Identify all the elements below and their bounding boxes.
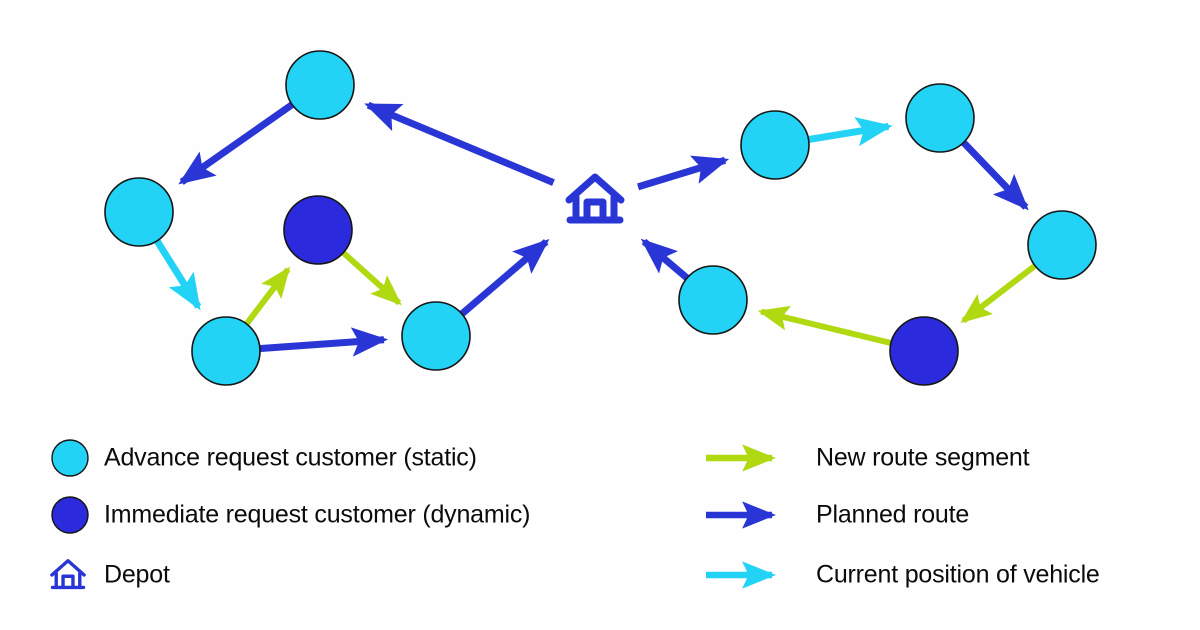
legend-label: New route segment — [816, 444, 1030, 472]
route-edge-planned — [178, 101, 295, 185]
legend-label: Current position of vehicle — [816, 561, 1100, 589]
advance-customer-node[interactable] — [401, 301, 471, 371]
route-edge-planned — [258, 327, 389, 357]
advance-customer-node[interactable] — [104, 177, 174, 247]
route-edge-planned — [458, 239, 550, 318]
depot-icon[interactable] — [565, 173, 625, 224]
route-edge-new-segment — [960, 262, 1038, 324]
route-edge-new-segment — [757, 305, 893, 347]
advance-customer-node[interactable] — [905, 83, 975, 153]
route-edge-current-position — [807, 117, 893, 147]
advance-customer-node[interactable] — [678, 265, 748, 335]
immediate-customer-node[interactable] — [889, 316, 959, 386]
route-edge-planned — [637, 155, 730, 191]
advance-customer-swatch — [51, 439, 89, 477]
legend-label: Depot — [104, 561, 170, 589]
immediate-customer-swatch — [51, 496, 89, 534]
route-edge-new-segment — [243, 266, 291, 327]
advance-customer-node[interactable] — [191, 316, 261, 386]
edge-layer — [153, 101, 1038, 357]
legend-label: Immediate request customer (dynamic) — [104, 501, 530, 529]
legend-label: Advance request customer (static) — [104, 444, 477, 472]
immediate-customer-node[interactable] — [283, 195, 353, 265]
route-edge-current-position — [153, 238, 202, 311]
advance-customer-node[interactable] — [1027, 210, 1097, 280]
route-edge-planned — [364, 101, 555, 186]
depot-icon[interactable] — [50, 559, 86, 590]
route-edge-new-segment — [340, 249, 402, 306]
legend-layer: Advance request customer (static) Immedia… — [50, 439, 1100, 590]
node-layer — [104, 50, 1097, 386]
route-edge-planned — [640, 238, 691, 282]
advance-customer-node[interactable] — [285, 50, 355, 120]
advance-customer-node[interactable] — [740, 110, 810, 180]
legend-label: Planned route — [816, 501, 969, 529]
route-edge-planned — [960, 139, 1029, 211]
depot-layer — [565, 173, 625, 224]
